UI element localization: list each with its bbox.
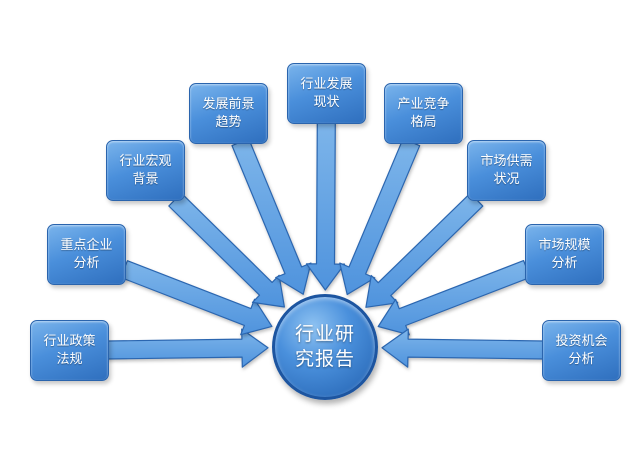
arrow-market-scale-to-center <box>377 260 531 336</box>
node-label: 行业发展 现状 <box>300 76 353 110</box>
node-label: 市场规模 分析 <box>538 237 591 271</box>
arrow-supply-demand-to-center <box>365 192 484 308</box>
node-label: 产业竞争 格局 <box>397 96 450 130</box>
node-investment-opportunities: 投资机会 分析 <box>542 320 621 381</box>
node-label: 市场供需 状况 <box>480 153 533 187</box>
arrow-prospects-to-center <box>231 138 312 295</box>
node-industry-competition: 产业竞争 格局 <box>384 83 463 144</box>
arrow-policy-to-center <box>106 328 269 368</box>
node-key-enterprises: 重点企业 分析 <box>47 224 126 285</box>
arrow-status-to-center <box>305 121 346 291</box>
arrow-key-enterprises-to-center <box>120 260 273 336</box>
node-policy-regulations: 行业政策 法规 <box>30 320 109 381</box>
arrow-investment-to-center <box>381 328 545 368</box>
node-label: 行业政策 法规 <box>43 333 96 367</box>
node-label: 发展前景 趋势 <box>202 96 255 130</box>
node-development-prospects: 发展前景 趋势 <box>189 83 268 144</box>
node-development-status: 行业发展 现状 <box>287 63 366 124</box>
arrow-competition-to-center <box>339 138 421 296</box>
center-node-label: 行业研 究报告 <box>294 323 355 370</box>
node-label: 重点企业 分析 <box>60 237 113 271</box>
node-market-scale: 市场规模 分析 <box>525 224 604 285</box>
arrow-macro-to-center <box>168 192 285 308</box>
node-label: 投资机会 分析 <box>555 333 608 367</box>
node-supply-demand: 市场供需 状况 <box>467 140 546 201</box>
node-label: 行业宏观 背景 <box>119 153 172 187</box>
node-macro-background: 行业宏观 背景 <box>106 140 185 201</box>
center-node-industry-report: 行业研 究报告 <box>272 294 378 400</box>
